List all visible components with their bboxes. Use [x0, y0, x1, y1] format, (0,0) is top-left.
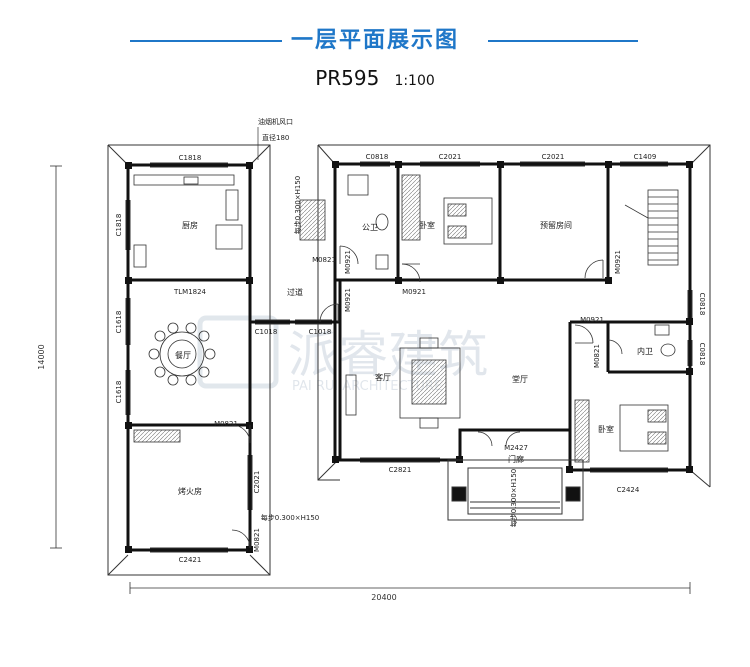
wash-basin [375, 254, 389, 270]
room-reserved: 预留房间 [540, 220, 572, 230]
opening-tlm1824: TLM1824 [173, 288, 207, 296]
toilet [375, 213, 389, 231]
room-kitchen: 厨房 [182, 220, 198, 230]
opening-m0821-pt: M0821 [312, 256, 336, 264]
opening-m0921-c: M0921 [614, 250, 622, 274]
plan-title: 一层平面展示图 [290, 28, 459, 53]
windows [125, 161, 693, 553]
furniture [133, 174, 676, 463]
opening-m0821-back: M0821 [253, 528, 261, 552]
kitchen-counter [133, 174, 235, 186]
inner-toilet [660, 343, 676, 357]
kitchen-sink [183, 176, 199, 185]
opening-c1618-b: C1618 [115, 381, 123, 404]
title-rule-right [488, 40, 638, 42]
room-inner-toilet: 内卫 [637, 346, 653, 356]
public-toilet-shower [347, 174, 369, 196]
opening-c1618-a: C1618 [115, 311, 123, 334]
opening-m0821-fire: M0821 [214, 420, 238, 428]
coffee-table [411, 359, 447, 405]
opening-m2427: M2427 [504, 444, 528, 452]
note-step-back: 每步0.300×H150 [261, 513, 320, 522]
room-public-toilet: 公卫 [362, 223, 378, 232]
wardrobe-1 [401, 174, 421, 241]
roof-outline [107, 144, 711, 576]
opening-m0921-b: M0921 [402, 288, 426, 296]
plan-scale: 1:100 [394, 73, 435, 89]
note-step-top: 每步0.300×H150 [293, 176, 302, 235]
opening-c2421: C2421 [179, 556, 202, 564]
opening-c1018-b: C1018 [309, 328, 332, 336]
room-bedroom-2: 卧室 [598, 424, 614, 434]
plan-code-line: PR595 1:100 [0, 66, 750, 90]
step-block [299, 199, 326, 241]
room-bedroom-1: 卧室 [419, 220, 435, 230]
room-dining: 餐厅 [175, 351, 191, 360]
room-hall: 堂厅 [512, 374, 528, 384]
opening-m0921-a: M0921 [344, 250, 352, 274]
watermark: 派睿建筑 PAI RUI ARCHITECTURE [197, 315, 488, 394]
inner-basin [654, 324, 670, 336]
plan-code: PR595 [315, 66, 380, 90]
opening-c2021-b: C2021 [542, 153, 565, 161]
note-step-porch: 每步0.300×H150 [509, 469, 518, 528]
fridge [215, 224, 243, 250]
doors [231, 245, 623, 549]
kitchen-cabinet [133, 244, 147, 268]
overall-depth: 14000 [37, 344, 46, 369]
fire-room-bench [133, 429, 181, 443]
opening-c0818-r1: C0818 [698, 293, 706, 316]
watermark-name: 派睿建筑 [288, 326, 488, 384]
watermark-latin: PAI RUI ARCHITECTURE [292, 379, 442, 394]
opening-c2424: C2424 [617, 486, 640, 494]
opening-m0921-d: M0921 [344, 288, 352, 312]
opening-c1409: C1409 [634, 153, 657, 161]
opening-c2021-fire: C2021 [253, 471, 261, 494]
overall-width: 20400 [371, 593, 396, 602]
room-fire: 烤火房 [178, 486, 202, 496]
stair [624, 189, 679, 266]
room-corridor: 过道 [287, 287, 303, 297]
note-kitchen-fan: 油烟机风口 [258, 117, 293, 126]
room-porch: 门廊 [508, 454, 524, 464]
kitchen-stove [225, 189, 239, 221]
opening-m0821-inner: M0821 [593, 344, 601, 368]
opening-m0921-inner: M0921 [580, 316, 604, 324]
opening-c2821: C2821 [389, 466, 412, 474]
tv-cabinet [345, 374, 357, 416]
dining-table [159, 331, 205, 377]
bed-1 [443, 197, 493, 245]
opening-c0818-r2: C0818 [698, 343, 706, 366]
watermark-logo [197, 315, 279, 389]
title-rule-left [130, 40, 282, 42]
dimension-lines [50, 165, 691, 594]
opening-c1818-left: C1818 [115, 214, 123, 237]
opening-c2021-a: C2021 [439, 153, 462, 161]
wardrobe-2 [574, 399, 590, 463]
bed-2 [619, 404, 669, 452]
opening-c1818-top: C1818 [179, 154, 202, 162]
opening-c1018-a: C1018 [255, 328, 278, 336]
porch [447, 459, 584, 521]
note-pipe: 直径180 [262, 133, 289, 142]
opening-c0818-top: C0818 [366, 153, 389, 161]
room-living: 客厅 [375, 372, 391, 382]
